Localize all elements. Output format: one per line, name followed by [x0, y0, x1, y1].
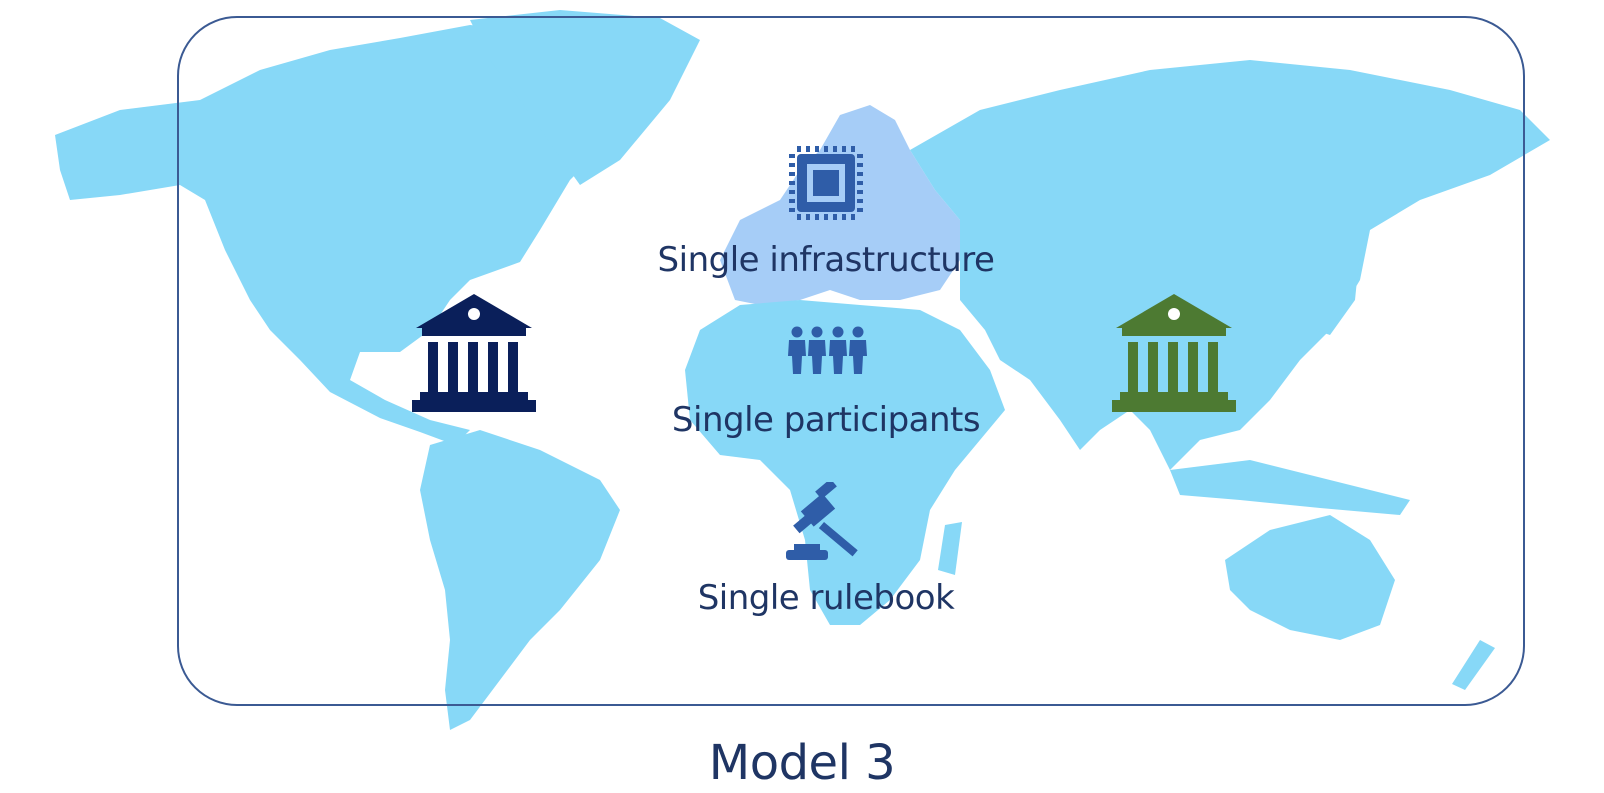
japan-landmass: [1315, 250, 1360, 335]
model-boundary-frame: [177, 16, 1525, 706]
madagascar-landmass: [938, 522, 962, 575]
model-caption: Model 3: [708, 735, 896, 791]
gavel-icon: [786, 482, 858, 560]
greenland-landmass: [470, 10, 700, 185]
indonesia-landmass: [1170, 460, 1410, 515]
people-group-icon: [788, 326, 867, 374]
bank-building-icon-right: [1112, 294, 1236, 412]
africa-landmass: [685, 300, 1005, 625]
north-america-landmass: [55, 25, 630, 445]
chip-icon: [789, 146, 863, 220]
south-america-landmass: [420, 430, 620, 730]
infrastructure-label: Single infrastructure: [657, 240, 995, 280]
participants-label: Single participants: [671, 400, 981, 440]
asia-landmass: [910, 60, 1550, 470]
bank-building-icon-left: [412, 294, 536, 412]
rulebook-label: Single rulebook: [697, 578, 955, 618]
australia-landmass: [1225, 515, 1395, 640]
